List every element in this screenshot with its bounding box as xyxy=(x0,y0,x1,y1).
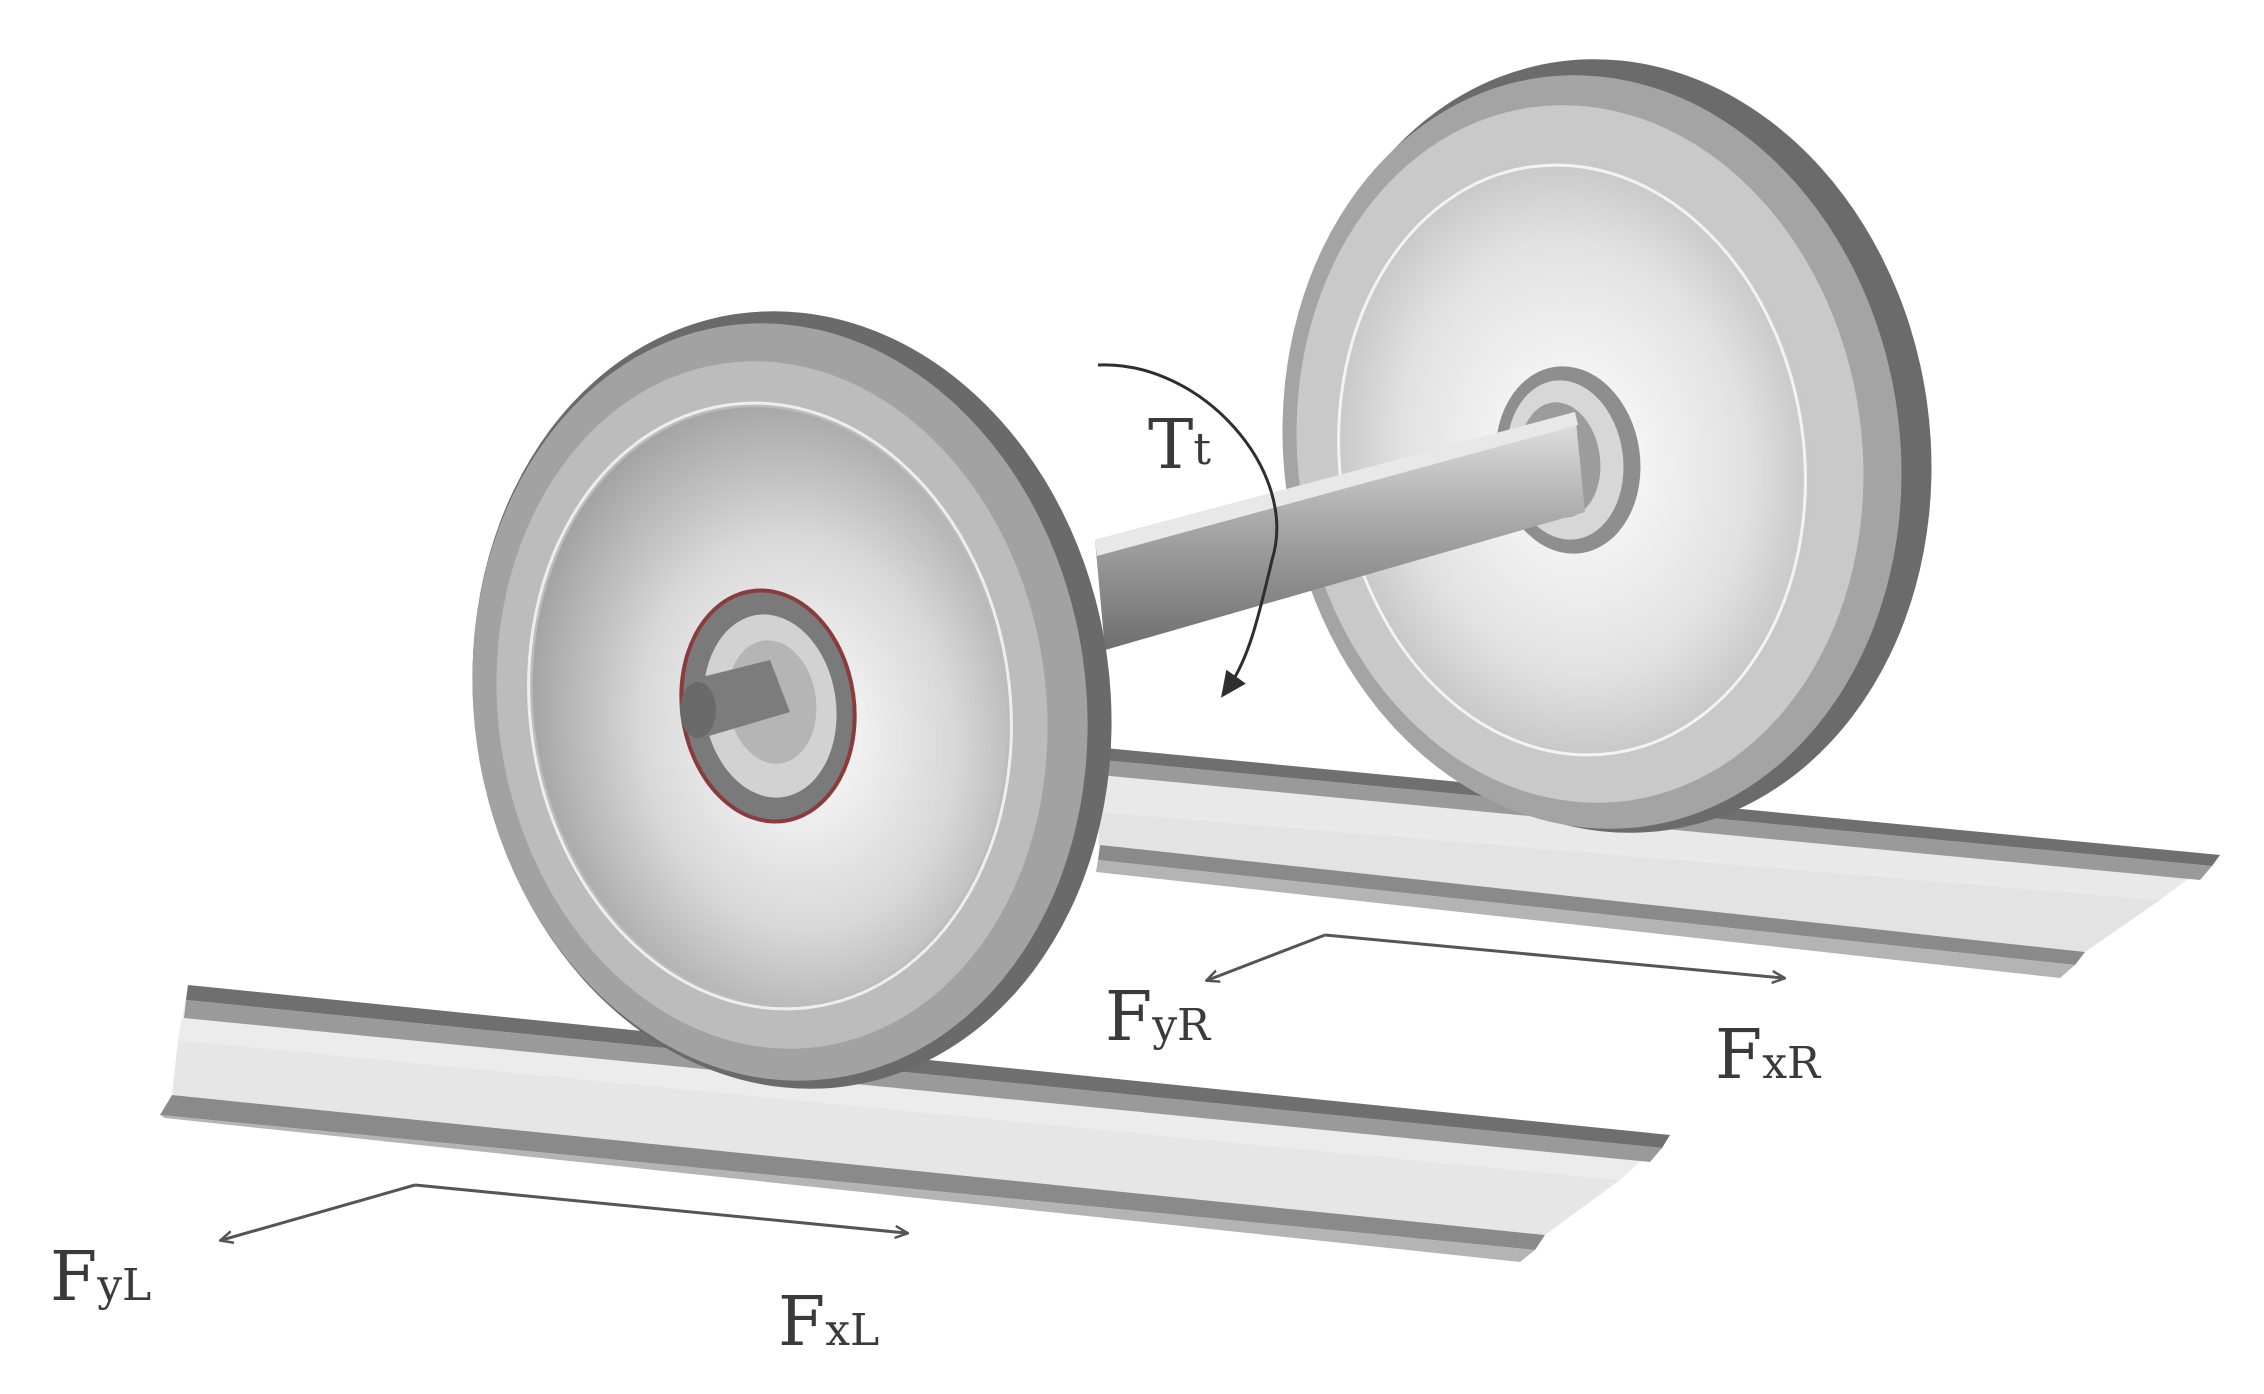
left-wheel xyxy=(472,311,1112,1089)
force-label-fxr: FxR xyxy=(1715,1016,1822,1095)
force-label-fyr: FyR xyxy=(1105,978,1212,1057)
left-rail xyxy=(160,985,1670,1262)
left-force-arrows xyxy=(222,1183,906,1240)
force-label-fxl: FxL xyxy=(778,1283,879,1362)
right-force-arrows xyxy=(1208,933,1783,980)
force-label-fyl: FyL xyxy=(50,1238,151,1317)
axle xyxy=(1095,412,1585,650)
torque-label: Tt xyxy=(1148,406,1211,485)
torque-arrow xyxy=(1097,363,1279,698)
right-wheel xyxy=(1282,59,1932,833)
